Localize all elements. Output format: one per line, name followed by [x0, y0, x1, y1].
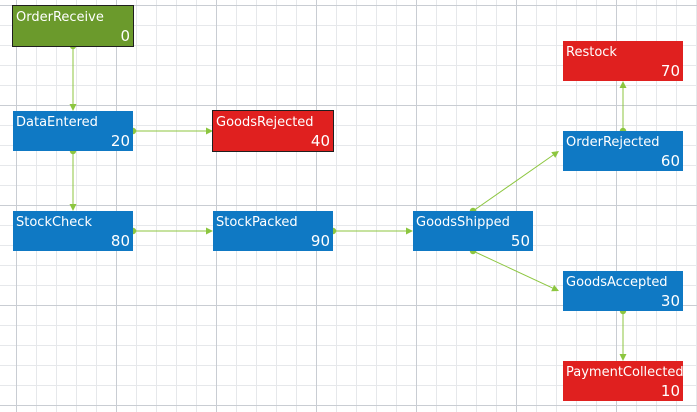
connector-line [472, 250, 553, 289]
node-goods-shipped[interactable]: GoodsShipped 50 [413, 211, 533, 251]
connector-goods-shipped-to-order-rejected[interactable] [469, 151, 559, 215]
node-payment-collected[interactable]: PaymentCollected 10 [563, 361, 684, 401]
node-label: DataEntered [16, 115, 98, 130]
arrowhead-icon [206, 227, 213, 235]
node-value: 20 [110, 132, 130, 150]
connector-order-rejected-to-restock[interactable] [619, 81, 627, 135]
arrowhead-icon [619, 81, 627, 88]
node-data-entered[interactable]: DataEntered 20 [13, 111, 133, 151]
arrowhead-icon [406, 227, 413, 235]
node-value: 70 [660, 62, 680, 80]
connector-stock-packed-to-goods-shipped[interactable] [329, 227, 413, 235]
node-stock-packed[interactable]: StockPacked 90 [213, 211, 333, 251]
node-restock[interactable]: Restock 70 [563, 41, 683, 81]
node-goods-rejected[interactable]: GoodsRejected 40 [212, 110, 334, 152]
node-order-rejected[interactable]: OrderRejected 60 [563, 131, 683, 171]
connector-data-entered-to-goods-rejected[interactable] [129, 127, 213, 135]
arrowhead-icon [619, 354, 627, 361]
connector-goods-accepted-to-payment-collected[interactable] [619, 307, 627, 361]
node-label: OrderRejected [566, 135, 660, 150]
node-value: 90 [310, 232, 330, 250]
node-value: 60 [660, 152, 680, 170]
node-order-receive[interactable]: OrderReceive 0 [12, 5, 134, 47]
node-label: GoodsShipped [416, 215, 510, 230]
connector-goods-shipped-to-goods-accepted[interactable] [469, 247, 559, 292]
connector-order-receive-to-data-entered[interactable] [69, 42, 77, 111]
node-label: OrderReceive [16, 10, 104, 25]
arrowhead-icon [69, 204, 77, 211]
node-label: StockPacked [216, 215, 298, 230]
connector-data-entered-to-stock-check[interactable] [69, 147, 77, 211]
arrowhead-icon [551, 284, 559, 292]
arrowhead-icon [206, 127, 213, 135]
node-value: 80 [110, 232, 130, 250]
node-goods-accepted[interactable]: GoodsAccepted 30 [563, 271, 683, 311]
node-value: 0 [120, 27, 130, 45]
arrowhead-icon [69, 104, 77, 111]
node-stock-check[interactable]: StockCheck 80 [13, 211, 133, 251]
connector-stock-check-to-stock-packed[interactable] [129, 227, 213, 235]
arrowhead-icon [551, 151, 559, 158]
node-label: GoodsAccepted [566, 275, 668, 290]
node-label: StockCheck [16, 215, 92, 230]
node-value: 50 [510, 232, 530, 250]
node-value: 10 [660, 382, 680, 400]
node-value: 30 [660, 292, 680, 310]
node-value: 40 [310, 132, 330, 150]
node-label: PaymentCollected [566, 365, 684, 380]
node-label: GoodsRejected [216, 115, 314, 130]
connector-line [472, 154, 554, 212]
node-label: Restock [566, 45, 617, 60]
